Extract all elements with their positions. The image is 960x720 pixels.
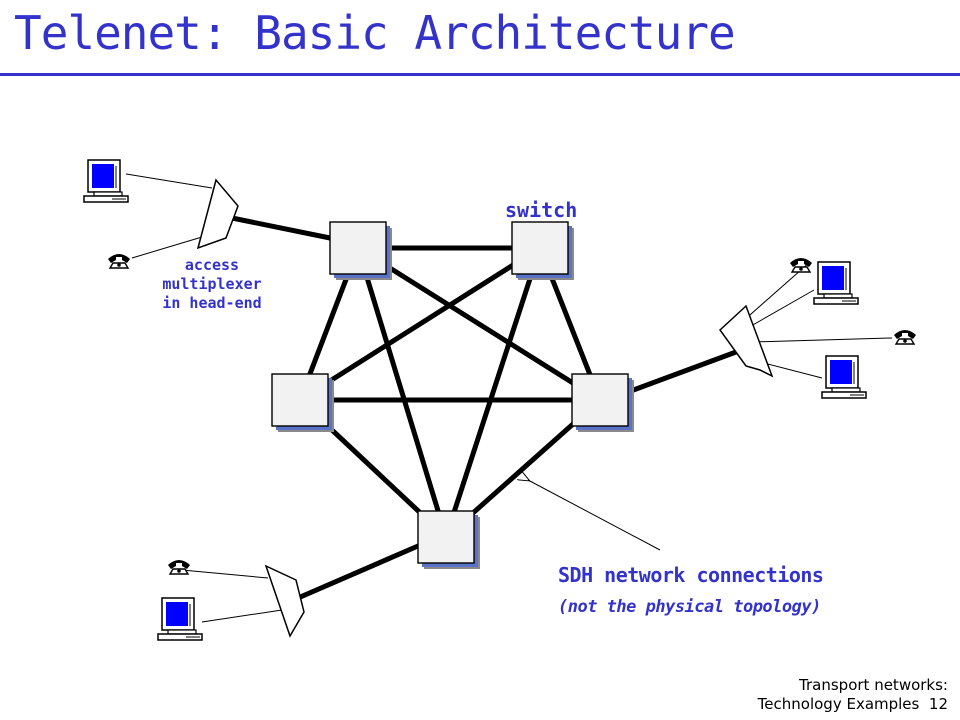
telephone-icon — [789, 257, 813, 273]
drop-lines — [125, 173, 893, 623]
slide-title: Telenet: Basic Architecture — [14, 6, 736, 60]
desktop-computer-icon — [813, 261, 859, 305]
footer-subtitle: Technology Examples — [757, 695, 920, 713]
desktop-computer-icon — [157, 597, 203, 641]
access-trunks — [229, 215, 739, 601]
switch-middle-left — [271, 373, 335, 433]
multiplexer-icon — [196, 178, 239, 250]
telephone-icon — [893, 329, 917, 345]
desktop-computer-icon — [83, 159, 129, 203]
footer-line2: Technology Examples 12 — [758, 695, 948, 714]
sdh-topology-note: (not the physical topology) — [558, 597, 821, 617]
sdh-connections-label: SDH network connections — [558, 563, 823, 587]
sdh-arrow — [528, 480, 661, 551]
page-number: 12 — [928, 695, 948, 713]
multiplexer-icon — [719, 304, 774, 378]
sdh-links — [297, 245, 603, 540]
telephone-icon — [107, 253, 131, 269]
slide-footer: Transport networks: Technology Examples … — [758, 676, 948, 714]
access-multiplexer-label-line3: in head-end — [162, 294, 261, 312]
switch-top-left — [329, 221, 393, 281]
footer-line1: Transport networks: — [799, 676, 948, 694]
multiplexer-icon — [264, 564, 305, 638]
switch-label: switch — [505, 198, 577, 222]
title-underline — [0, 73, 960, 76]
switch-middle-right — [571, 373, 635, 433]
access-multiplexer-label-line2: multiplexer — [162, 275, 261, 293]
switch-top-right — [511, 221, 575, 281]
access-multiplexer-label-line1: access — [185, 256, 239, 274]
telephone-icon — [167, 559, 191, 575]
desktop-computer-icon — [821, 355, 867, 399]
switch-bottom — [417, 510, 481, 570]
